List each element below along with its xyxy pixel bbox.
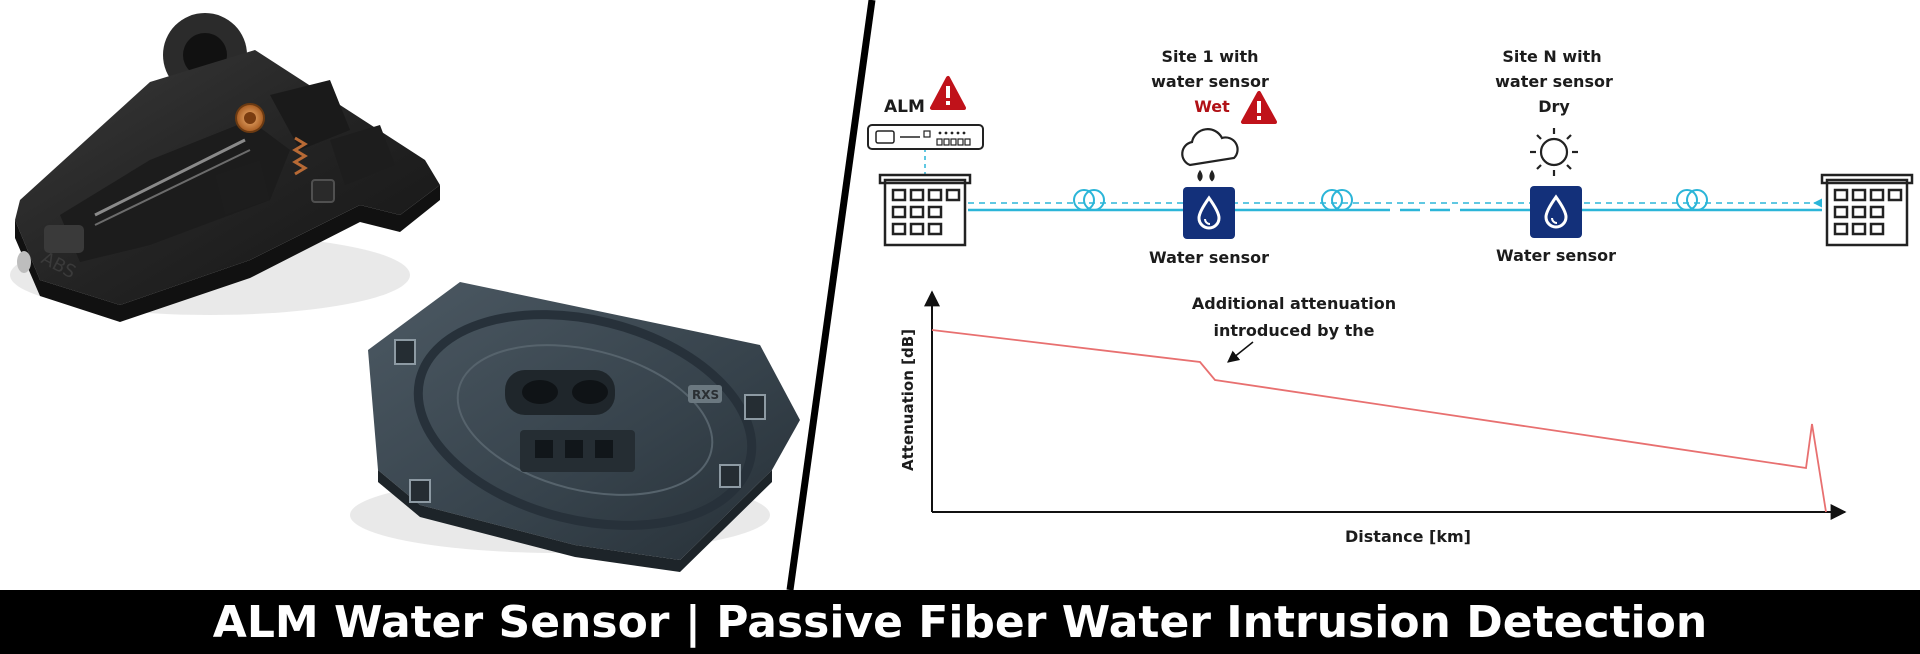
annotation-arrow xyxy=(1227,341,1254,363)
water-drop-icon xyxy=(1544,194,1568,229)
siteN-water-sensor-icon xyxy=(1530,186,1582,238)
fiber-coil-icon xyxy=(1676,189,1708,211)
fiber-link xyxy=(924,148,1823,212)
site1-water-sensor-icon xyxy=(1183,187,1235,239)
sensor-photo-panel: ABS RXS xyxy=(10,0,876,590)
site1-title-line1: Site 1 with xyxy=(1161,47,1258,66)
svg-text:RXS: RXS xyxy=(692,388,719,402)
warning-triangle-icon xyxy=(1241,91,1277,124)
sun-icon xyxy=(1530,128,1578,176)
chart-xlabel: Distance [km] xyxy=(1345,527,1471,546)
alm-label: ALM xyxy=(884,97,925,117)
fiber-coil-icon xyxy=(1321,189,1353,211)
siteN-sensor-label: Water sensor xyxy=(1496,246,1616,265)
upper-sensor-housing-photo: ABS xyxy=(10,13,440,322)
siteN-title-line2: water sensor xyxy=(1495,72,1613,91)
lower-splice-tray-photo: RXS xyxy=(350,282,800,572)
siteN-state-dry: Dry xyxy=(1538,97,1570,116)
site1-title-line2: water sensor xyxy=(1151,72,1269,91)
building-icon xyxy=(878,173,972,247)
panel-divider xyxy=(786,0,876,590)
alm-device-icon xyxy=(867,124,984,150)
caption-bar: ALM Water Sensor | Passive Fiber Water I… xyxy=(0,590,1920,654)
caption-title: ALM Water Sensor | Passive Fiber Water I… xyxy=(212,596,1708,648)
chart-ylabel: Attenuation [dB] xyxy=(899,329,917,471)
site1-sensor-label: Water sensor xyxy=(1149,248,1269,267)
chart-annotation-line2: introduced by the xyxy=(1214,321,1375,340)
water-drop-icon xyxy=(1197,195,1221,230)
site1-state-wet: Wet xyxy=(1194,97,1230,116)
building-icon xyxy=(1820,173,1914,247)
fiber-coil-icon xyxy=(1073,189,1105,211)
rain-cloud-icon xyxy=(1181,128,1239,182)
fiber-sensing-diagram: ALM Site 1 with water sensor Wet Wat xyxy=(867,47,1914,546)
warning-triangle-icon xyxy=(930,76,966,110)
siteN-title-line1: Site N with xyxy=(1502,47,1601,66)
attenuation-trace xyxy=(931,329,1827,513)
chart-annotation-line1: Additional attenuation xyxy=(1192,294,1396,313)
attenuation-chart: Attenuation [dB] Distance [km] Additiona… xyxy=(899,290,1847,546)
